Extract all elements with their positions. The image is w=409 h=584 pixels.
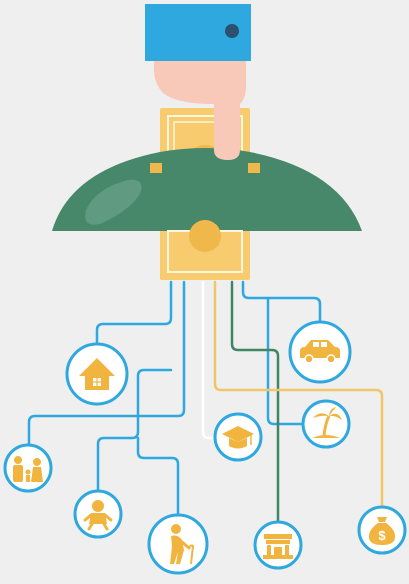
line-elderly bbox=[138, 438, 178, 515]
svg-text:$: $ bbox=[378, 528, 386, 543]
line-store bbox=[232, 282, 278, 522]
graduation-cap-icon bbox=[215, 414, 261, 460]
elderly-person-icon bbox=[149, 515, 207, 573]
line-moneybag bbox=[215, 282, 382, 506]
money-bag-icon: $ bbox=[359, 507, 405, 553]
baby-icon bbox=[75, 491, 121, 537]
line-car bbox=[243, 282, 320, 323]
store-icon bbox=[255, 522, 301, 568]
palm-tree-icon bbox=[303, 401, 349, 447]
line-house bbox=[97, 282, 171, 344]
dome bbox=[52, 148, 362, 279]
house-icon bbox=[67, 344, 127, 404]
family-icon bbox=[5, 445, 51, 491]
cuff-button-icon bbox=[225, 24, 239, 38]
car-icon bbox=[290, 322, 350, 382]
